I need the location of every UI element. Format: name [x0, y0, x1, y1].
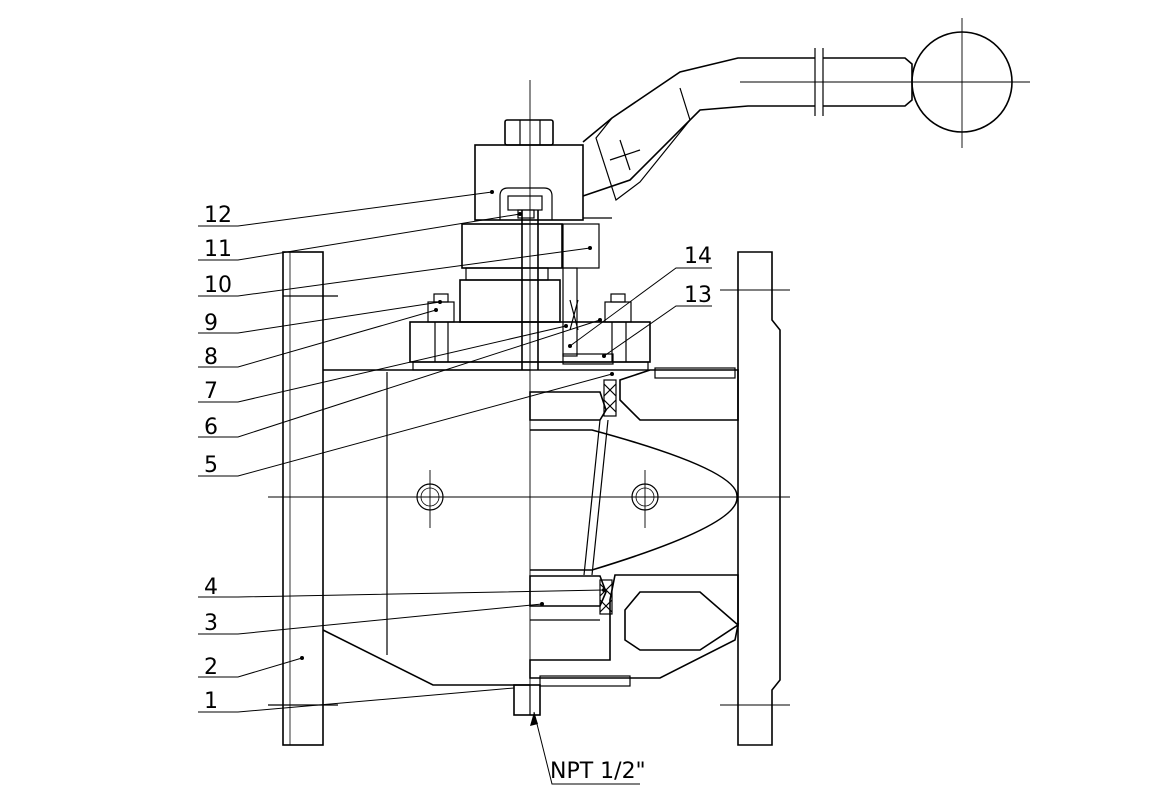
callout-11: 11	[204, 237, 232, 262]
valve-body-right-section	[529, 251, 790, 746]
leader-npt-arrow	[530, 712, 538, 726]
upper-lining	[654, 367, 736, 379]
lever-mark-2	[619, 139, 631, 171]
leader-dot-7	[564, 324, 568, 328]
leader-npt	[533, 711, 640, 785]
leader-6	[198, 319, 601, 438]
lower-body-wall	[529, 574, 740, 679]
port-note: NPT 1/2"	[530, 711, 646, 785]
leader-dot-11	[518, 212, 522, 216]
lower-lining	[539, 675, 631, 687]
upper-seat	[529, 391, 607, 421]
left-flange-body	[282, 251, 324, 746]
leader-dot-12	[490, 190, 494, 194]
leader-2	[198, 657, 303, 678]
stem-nut	[507, 195, 543, 211]
leader-dot-2	[300, 656, 304, 660]
leader-dot-4	[602, 588, 606, 592]
leader-3	[198, 603, 543, 635]
plug-seat-line	[583, 419, 601, 576]
gland-sleeve-section	[562, 267, 578, 357]
left-flange	[268, 251, 338, 746]
gland-neck	[465, 267, 549, 281]
lever-lower-edge	[582, 105, 815, 197]
callout-13: 13	[684, 283, 712, 308]
plug-body	[530, 429, 738, 571]
leader-dot-9	[438, 300, 442, 304]
leader-dot-10	[588, 246, 592, 250]
gland-flange-section	[562, 223, 600, 269]
diaphragm-section	[562, 353, 614, 365]
leader-8	[198, 309, 437, 368]
gland-flange	[461, 223, 563, 269]
drain-port	[513, 684, 541, 716]
packing-mark-2	[569, 299, 579, 331]
leader-5	[198, 373, 613, 477]
lever-upper-edge	[582, 57, 815, 143]
bonnet-stud-right	[610, 293, 626, 303]
leader-1	[198, 687, 515, 713]
leader-dot-3	[540, 602, 544, 606]
gland-housing	[459, 279, 561, 323]
callout-6: 6	[204, 415, 218, 440]
leader-dot-14	[568, 344, 572, 348]
right-flange-section	[737, 251, 781, 746]
lower-seal-ring	[599, 579, 613, 615]
stem-and-head	[474, 119, 612, 370]
callout-12: 12	[204, 203, 232, 228]
leader-dot-8	[434, 308, 438, 312]
leader-9	[198, 301, 441, 334]
leader-4	[198, 589, 605, 598]
callout-7: 7	[204, 379, 218, 404]
callout-2: 2	[204, 655, 218, 680]
upper-seal-x-4	[603, 399, 617, 413]
lever-handle	[582, 18, 1030, 201]
bonnet-nut-right	[604, 301, 632, 323]
handle-head-slot	[499, 187, 553, 220]
callout-8: 8	[204, 345, 218, 370]
lower-seal-x-4	[599, 599, 613, 613]
callout-3: 3	[204, 611, 218, 636]
centerlines	[268, 80, 790, 715]
callout-14: 14	[684, 244, 712, 269]
leader-13	[603, 305, 712, 357]
lever-grip	[595, 87, 691, 201]
leader-dot-6	[598, 318, 602, 322]
bonnet-nut-left	[427, 301, 455, 323]
leader-7	[198, 325, 567, 403]
valve-body-left	[322, 369, 659, 686]
handle-head	[474, 144, 584, 221]
callout-10: 10	[204, 273, 232, 298]
drain-plug	[513, 684, 541, 716]
upper-seal-ring	[603, 379, 617, 417]
callout-5: 5	[204, 453, 218, 478]
leader-dot-13	[602, 354, 606, 358]
plug-seat-line-2	[591, 419, 609, 576]
callouts-left: 12 11 10 9 8 7 6 5 4 3	[198, 190, 614, 714]
callouts-right: 14 13	[568, 244, 712, 358]
callout-4: 4	[204, 575, 218, 600]
leader-dot-5	[610, 372, 614, 376]
npt-label: NPT 1/2"	[550, 759, 646, 784]
callout-1: 1	[204, 689, 218, 714]
lower-seat	[529, 575, 607, 607]
body-bottom-taper	[322, 629, 530, 686]
upper-body-wall	[619, 369, 739, 421]
leader-12	[198, 191, 493, 227]
leader-10	[198, 247, 591, 297]
upper-seal-x-2	[603, 383, 617, 397]
top-hex-bolt	[504, 119, 554, 146]
leader-11	[198, 213, 521, 261]
callout-9: 9	[204, 311, 218, 336]
bonnet	[409, 223, 651, 371]
leader-14	[569, 267, 712, 347]
